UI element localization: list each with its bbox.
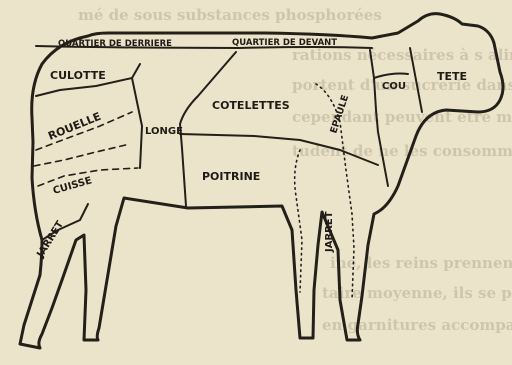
label-quartier-de-derriere: QUARTIER DE DERRIERE — [58, 39, 172, 49]
background-text-line: tudent de ne les consommer que fraîches — [292, 142, 512, 160]
cut-line-rouelle-longe — [132, 78, 142, 168]
label-quartier-de-devant: QUARTIER DE DEVANT — [232, 38, 337, 48]
background-text-line: en garnitures accompagnant d'autres plat… — [322, 316, 512, 334]
label-longe: LONGE — [145, 126, 183, 137]
label-rouelle: ROUELLE — [46, 110, 103, 143]
background-text-line: rations nécessaires à s alimentation, te — [292, 46, 512, 64]
label-cou: COU — [382, 81, 406, 92]
background-text-line: mé de sous substances phosphorées — [78, 6, 382, 24]
label-cotelettes: COTELETTES — [212, 99, 290, 112]
label-tete: TETE — [437, 70, 467, 83]
label-jarret-front: JARRET — [324, 211, 335, 253]
label-poitrine: POITRINE — [202, 170, 260, 183]
dashed-line-cuisse-upper — [34, 144, 130, 166]
label-culotte: CULOTTE — [50, 69, 106, 82]
background-text-line: taire moyenne, ils se préparent en ragoû… — [322, 284, 512, 302]
